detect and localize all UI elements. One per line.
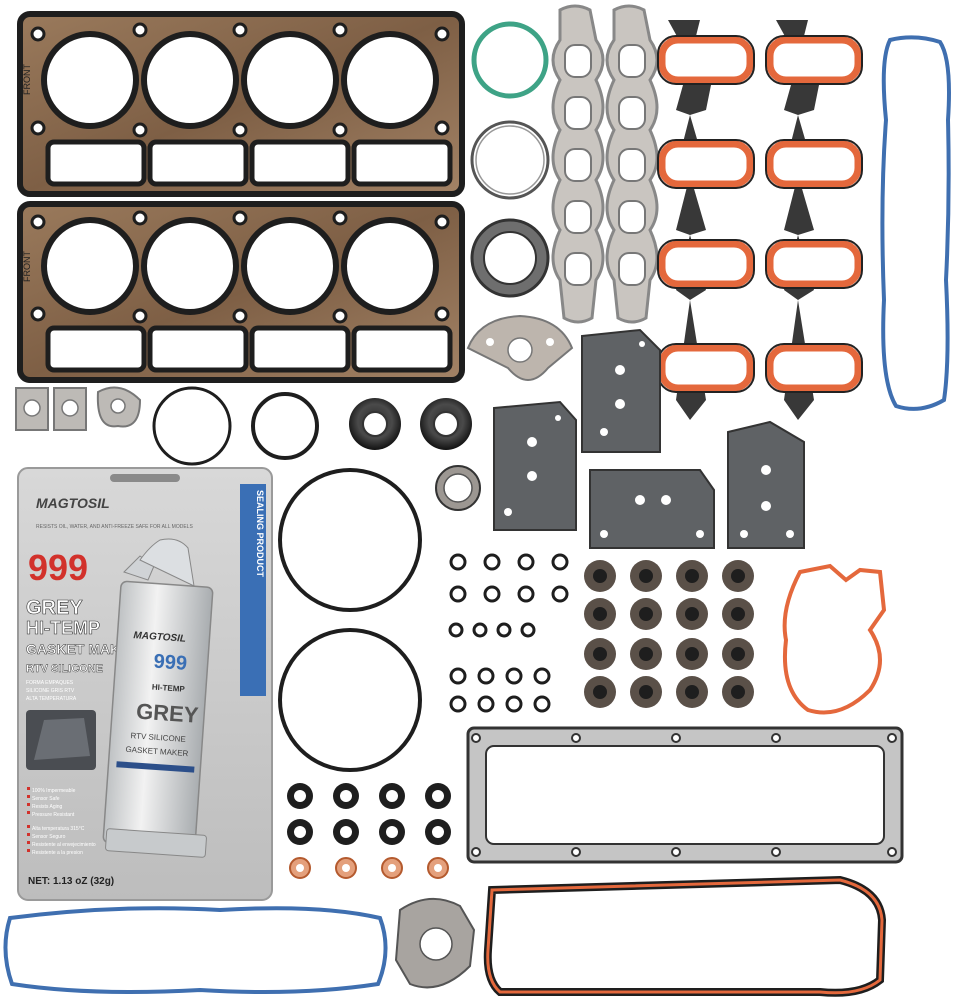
large-o-ring-b <box>278 628 422 772</box>
valley-cover-gasket <box>466 726 904 864</box>
rtv-tube: MAGTOSIL 999 HI-TEMP GREY RTV SILICONE G… <box>102 538 214 858</box>
bullet-1: 100% Impermeable <box>32 788 76 794</box>
svg-text:FRONT: FRONT <box>22 251 32 282</box>
product-title-line3: GASKET MAKER <box>26 641 140 657</box>
crankshaft-seal-b <box>420 398 472 450</box>
tube-grey: GREY <box>135 699 199 728</box>
blue-valve-cover-gasket-bottom <box>3 906 388 994</box>
tube-maker: GASKET MAKER <box>125 745 189 758</box>
egr-gaskets <box>15 386 142 431</box>
blue-valve-cover-gasket-right <box>880 35 951 411</box>
bullet-6: Sensor Seguro <box>32 834 66 840</box>
thin-ring-gasket <box>470 120 550 200</box>
tube-brand: MAGTOSIL <box>133 630 186 645</box>
bullet-5: Alta temperatura 315°C <box>32 826 85 832</box>
oil-pump-gasket <box>394 897 476 989</box>
crankshaft-seal-a <box>349 398 401 450</box>
bullet-4: Pressure Resistant <box>32 812 75 818</box>
exhaust-donut-gasket <box>470 218 550 298</box>
side-stripe <box>240 484 266 696</box>
small-seal-ring <box>435 465 481 511</box>
brand-logo-text: MAGTOSIL <box>36 495 110 511</box>
head-gasket-bottom: FRONT <box>17 201 465 383</box>
bullet-3: Resists Aging <box>32 804 63 810</box>
tube-rtv: RTV SILICONE <box>130 731 186 744</box>
rtv-silicone-package: SEALING PRODUCT MAGTOSIL RESISTS OIL, WA… <box>17 467 273 901</box>
black-o-ring-b <box>251 392 319 460</box>
large-o-ring-a <box>278 468 422 612</box>
side-label: SEALING PRODUCT <box>255 490 265 578</box>
resists-text: RESISTS OIL, WATER, AND ANTI-FREEZE SAFE… <box>36 524 193 530</box>
spark-plug-washers <box>289 857 449 879</box>
bullet-8: Resistente a la presion <box>32 850 83 856</box>
small-line-3: ALTA TEMPERATURA <box>26 696 77 702</box>
intake-manifold-gasket-right <box>765 20 863 420</box>
thermostat-gasket <box>466 314 574 381</box>
black-o-ring-a <box>152 386 232 466</box>
product-number: 999 <box>28 547 88 588</box>
tube-number: 999 <box>153 651 188 675</box>
svg-text:FRONT: FRONT <box>22 64 32 95</box>
head-gasket-top: FRONT <box>17 11 465 197</box>
exhaust-manifold-gasket-left <box>551 4 605 324</box>
product-subtitle: RTV SILICONE <box>26 663 103 675</box>
cover-plates <box>493 328 805 549</box>
small-o-rings <box>448 553 569 713</box>
teal-o-ring <box>471 21 549 99</box>
bottom-oil-pan-gasket <box>483 875 887 997</box>
intake-manifold-gasket-left <box>657 20 755 420</box>
net-weight: NET: 1.13 oZ (32g) <box>28 876 114 887</box>
small-line-2: SILICONE GRIS RTV <box>26 688 75 694</box>
product-title-line2: HI-TEMP <box>26 618 100 638</box>
valve-stem-seals <box>584 560 754 708</box>
lifter-seals <box>287 783 451 845</box>
product-title-line1: GREY <box>26 597 83 619</box>
orange-water-pump-gasket <box>782 563 887 715</box>
tube-hitemp: HI-TEMP <box>152 683 186 694</box>
bullet-7: Resistente al envejecimiento <box>32 842 96 848</box>
bullet-2: Sensor Safe <box>32 796 60 802</box>
exhaust-manifold-gasket-right <box>605 4 659 324</box>
small-line-1: FORMA EMPAQUES <box>26 680 74 686</box>
